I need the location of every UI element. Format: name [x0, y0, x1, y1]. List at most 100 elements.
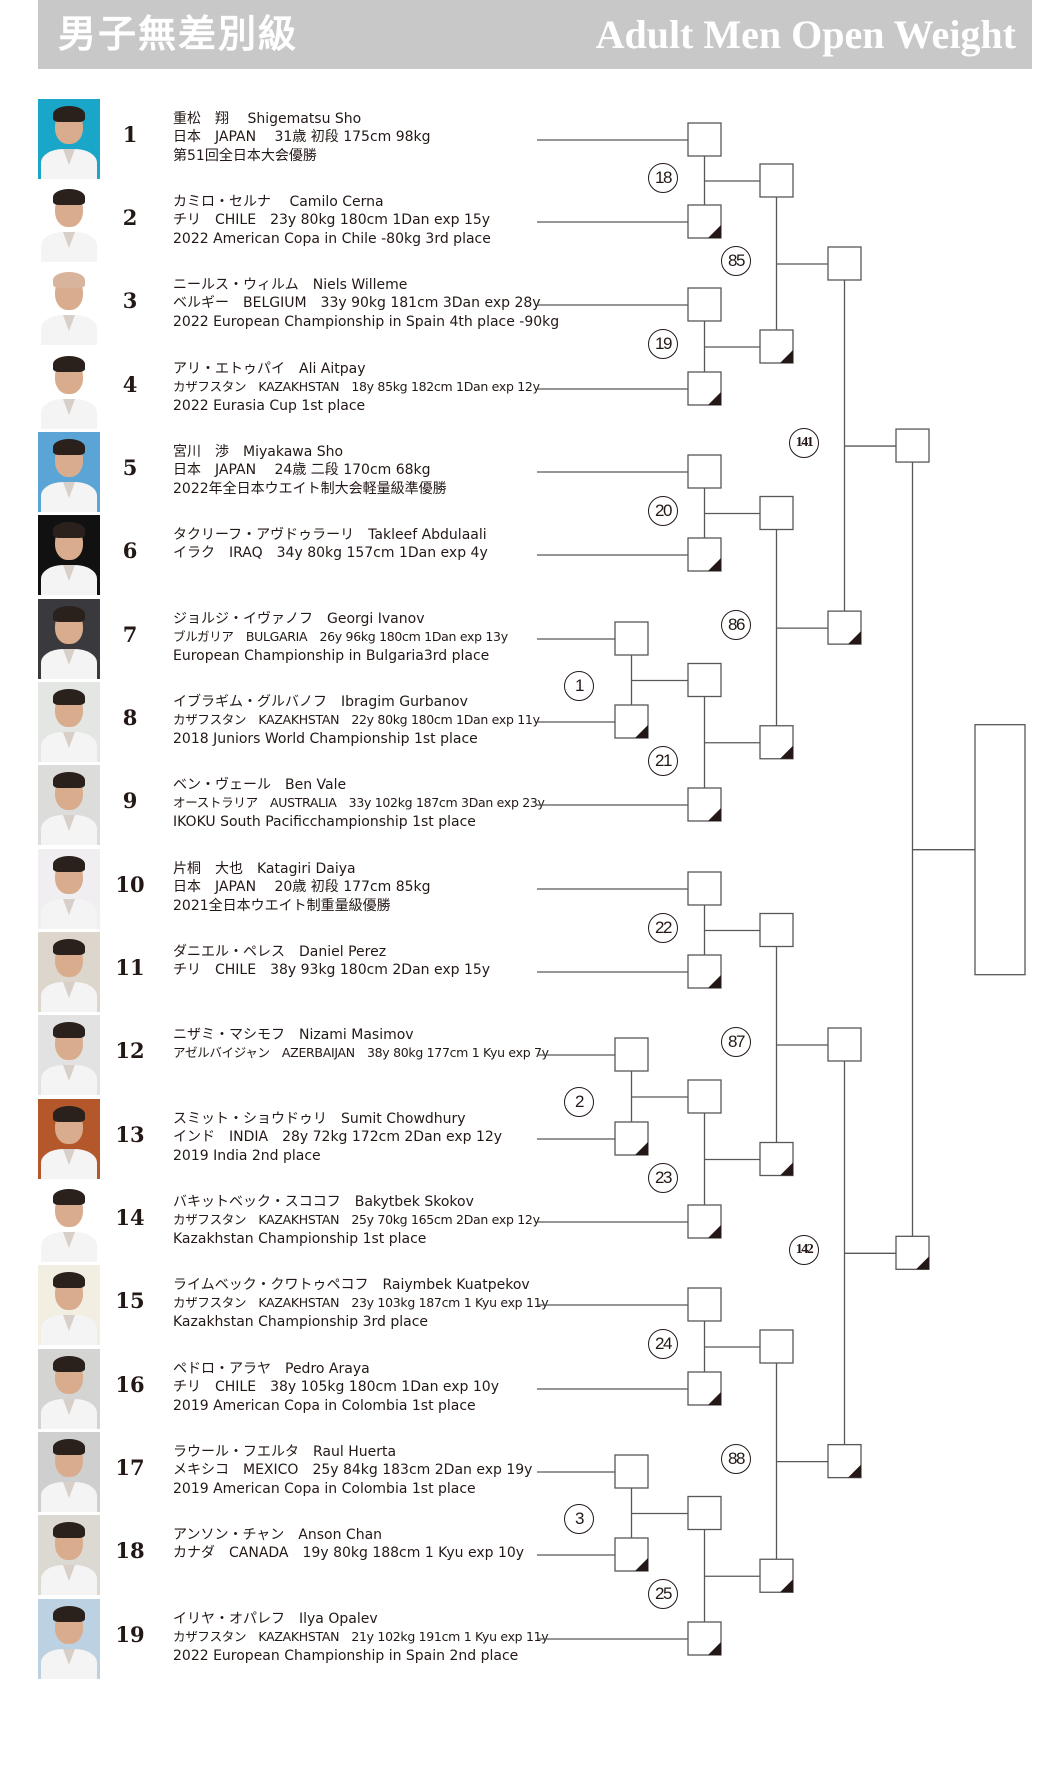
contestant-photo [38, 349, 100, 429]
result-box [687, 1287, 722, 1322]
contestant-profile: カナダ CANADA 19y 80kg 188cm 1 Kyu exp 10y [173, 1545, 525, 1562]
contestant-name: ラウール・フエルタ Raul Huerta [173, 1444, 397, 1460]
result-box-marked [759, 1141, 794, 1177]
contestant-profile: カザフスタン KAZAKHSTAN 18y 85kg 182cm 1Dan ex… [173, 379, 540, 395]
match-number-badge: 87 [721, 1027, 751, 1057]
contestant-profile: チリ CHILE 38y 105kg 180cm 1Dan exp 10y [173, 1379, 499, 1396]
result-box-marked [687, 1371, 722, 1406]
result-box [759, 912, 794, 948]
seed-number: 8 [122, 705, 138, 730]
result-box-marked [759, 725, 794, 760]
hair-shape [53, 856, 85, 872]
contestant-record: Kazakhstan Championship 1st place [173, 1230, 427, 1247]
contestant-record: Kazakhstan Championship 3rd place [173, 1313, 429, 1330]
contestant-photo [38, 182, 100, 262]
contestant-name: ジョルジ・イヴァノフ Georgi Ivanov [173, 611, 425, 627]
match-number-badge: 86 [721, 610, 751, 641]
match-number-badge: 141 [789, 428, 819, 459]
contestant-photo [38, 1349, 100, 1429]
seed-number: 2 [122, 205, 138, 230]
contestant-profile: チリ CHILE 38y 93kg 180cm 2Dan exp 15y [173, 962, 491, 979]
seed-number: 17 [115, 1455, 145, 1480]
contestant-row: 3 ニールス・ウィルム Niels Willeme ベルギー BELGIUM 33y… [38, 265, 559, 348]
contestant-photo [38, 1182, 100, 1262]
match-number-badge: 1 [564, 670, 594, 701]
contestant-profile: アゼルバイジャン AZERBAIJAN 38y 80kg 177cm 1 Kyu… [173, 1045, 549, 1061]
contestant-info: 重松 翔 Shigematsu Sho 日本 JAPAN 31歳 初段 175cm… [173, 110, 431, 165]
seed-number: 10 [115, 872, 145, 897]
result-box [687, 287, 722, 322]
contestant-profile: カザフスタン KAZAKHSTAN 25y 70kg 165cm 2Dan ex… [173, 1212, 540, 1228]
contestant-profile: チリ CHILE 23y 80kg 180cm 1Dan exp 15y [173, 212, 491, 229]
contestant-photo [38, 432, 100, 512]
contestant-name: ニールス・ウィルム Niels Willeme [173, 277, 408, 293]
title-japanese: 男子無差別級 [58, 11, 299, 56]
match-number-badge: 85 [721, 246, 751, 276]
karate-gi-shape [41, 899, 97, 929]
contestant-name: タクリーフ・アヴドゥラーリ Takleef Abdulaali [173, 527, 487, 543]
result-box-marked [614, 1537, 649, 1572]
seed-number: 3 [122, 288, 138, 313]
result-box [759, 163, 794, 198]
result-box [614, 1454, 649, 1489]
contestant-photo [38, 1099, 100, 1179]
result-box-marked [759, 329, 794, 364]
corner-mark-icon [780, 1579, 793, 1593]
karate-gi-shape [41, 1232, 97, 1262]
seed-number: 5 [122, 455, 138, 480]
contestant-profile: 日本 JAPAN 20歳 初段 177cm 85kg [173, 879, 431, 896]
match-number-badge: 20 [648, 495, 678, 526]
contestant-photo [38, 932, 100, 1012]
result-box [687, 1079, 722, 1114]
seed-number: 15 [115, 1288, 145, 1313]
contestant-name: 重松 翔 Shigematsu Sho [173, 111, 362, 127]
seed-number: 7 [122, 622, 138, 647]
match-number-badge: 18 [648, 163, 678, 193]
contestant-profile: カザフスタン KAZAKHSTAN 22y 80kg 180cm 1Dan ex… [173, 712, 540, 728]
match-number-badge: 19 [648, 329, 678, 359]
seed-number: 9 [122, 788, 138, 813]
corner-mark-icon [635, 1558, 648, 1571]
contestant-photo [38, 849, 100, 929]
corner-mark-icon [848, 1464, 861, 1478]
match-number-badge: 3 [564, 1503, 594, 1534]
result-box [687, 454, 722, 489]
contestant-photo [38, 1515, 100, 1595]
result-box-marked [614, 704, 649, 739]
corner-mark-icon [708, 558, 721, 571]
title-banner: 男子無差別級 Adult Men Open Weight [38, 0, 1032, 69]
hair-shape [53, 272, 85, 288]
title-english: Adult Men Open Weight [595, 12, 1016, 57]
hair-shape [53, 1522, 85, 1538]
corner-mark-icon [708, 1642, 721, 1655]
contestant-photo [38, 1599, 100, 1679]
contestant-profile: ベルギー BELGIUM 33y 90kg 181cm 3Dan exp 28y [173, 295, 541, 312]
result-box [614, 1037, 649, 1072]
result-box-marked [687, 1204, 722, 1239]
karate-gi-shape [41, 1315, 97, 1345]
contestant-name: ダニエル・ペレス Daniel Perez [173, 944, 387, 960]
karate-gi-shape [41, 1065, 97, 1095]
match-number-badge: 21 [648, 745, 678, 776]
contestant-info: ニールス・ウィルム Niels Willeme ベルギー BELGIUM 33y … [173, 276, 559, 331]
seed-number: 14 [115, 1205, 145, 1230]
corner-mark-icon [708, 1225, 721, 1238]
hair-shape [53, 356, 85, 372]
result-box [827, 246, 862, 281]
contestant-name: ペドロ・アラヤ Pedro Araya [173, 1361, 370, 1377]
champion-box [974, 724, 1026, 976]
contestant-profile: 日本 JAPAN 31歳 初段 175cm 98kg [173, 129, 431, 146]
match-number-badge: 23 [648, 1162, 678, 1193]
karate-gi-shape [41, 149, 97, 179]
